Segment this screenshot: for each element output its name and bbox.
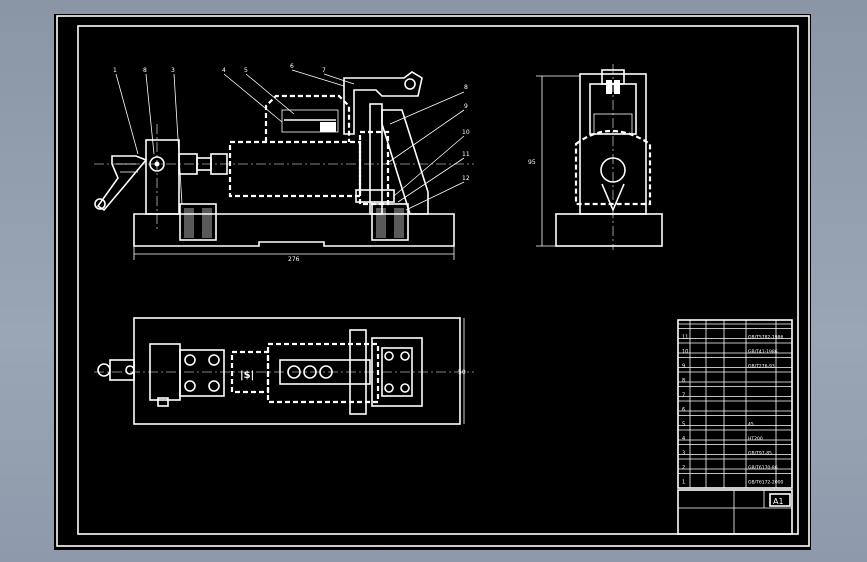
part-label-5: 5 [244,67,248,74]
bom-row-number: 5 [682,422,685,428]
part-label-3: 3 [171,67,175,74]
bom-row-number: 8 [682,378,685,384]
part-label-9: 9 [464,103,468,110]
part-label-11: 11 [462,151,470,158]
sheet-size-label: A1 [773,497,784,506]
title-block [677,319,793,535]
bom-row-number: 2 [682,465,685,471]
part-label-8b: 8 [464,84,468,91]
overall-dimension-label: 276 [288,256,300,263]
svg-text:|$|: |$| [240,370,254,381]
bom-row-number: 3 [682,451,685,457]
bom-row-code: 45 [748,422,754,428]
bom-row-code: HT200 [748,436,763,442]
front-view [94,69,474,260]
inner-border [77,25,799,535]
side-view [536,64,663,250]
plan-view-dimension-label: 50 [458,369,466,376]
bom-row-number: 6 [682,407,685,413]
part-label-7: 7 [322,67,326,74]
plan-view: |$| [94,317,474,425]
bom-row-code: GB/T6170-86 [748,465,778,471]
part-label-12: 12 [462,175,470,182]
outer-border [56,15,810,547]
part-label-1: 1 [113,67,117,74]
part-label-6: 6 [290,63,294,70]
bom-row-code: GB/T41-1986 [748,349,778,355]
part-number-labels: 1 8 3 4 5 6 7 8 9 10 11 12 [113,63,470,182]
bom-row-number: 11 [682,335,688,341]
part-label-4: 4 [222,67,226,74]
bom-row-code: GB/T5782-1986 [748,335,784,341]
side-view-dimension-label: 95 [528,159,536,166]
part-label-10: 10 [462,129,470,136]
bom-row-number: 10 [682,349,688,355]
bom-row-number: 9 [682,364,685,370]
bom-row-number: 4 [682,436,685,442]
bom-row-code: GB/T6172-2000 [748,480,784,486]
assembly-drawing: 276 1 8 3 4 5 6 7 8 9 10 11 12 [56,15,810,547]
bom-row-number: 7 [682,393,685,399]
bom-row-code: GB/T97-85 [748,451,772,457]
part-label-8a: 8 [143,67,147,74]
bom-row-number: 1 [682,480,685,486]
cad-viewport[interactable]: 276 1 8 3 4 5 6 7 8 9 10 11 12 [54,14,811,550]
bom-row-code: GB/T276-93 [748,364,775,370]
